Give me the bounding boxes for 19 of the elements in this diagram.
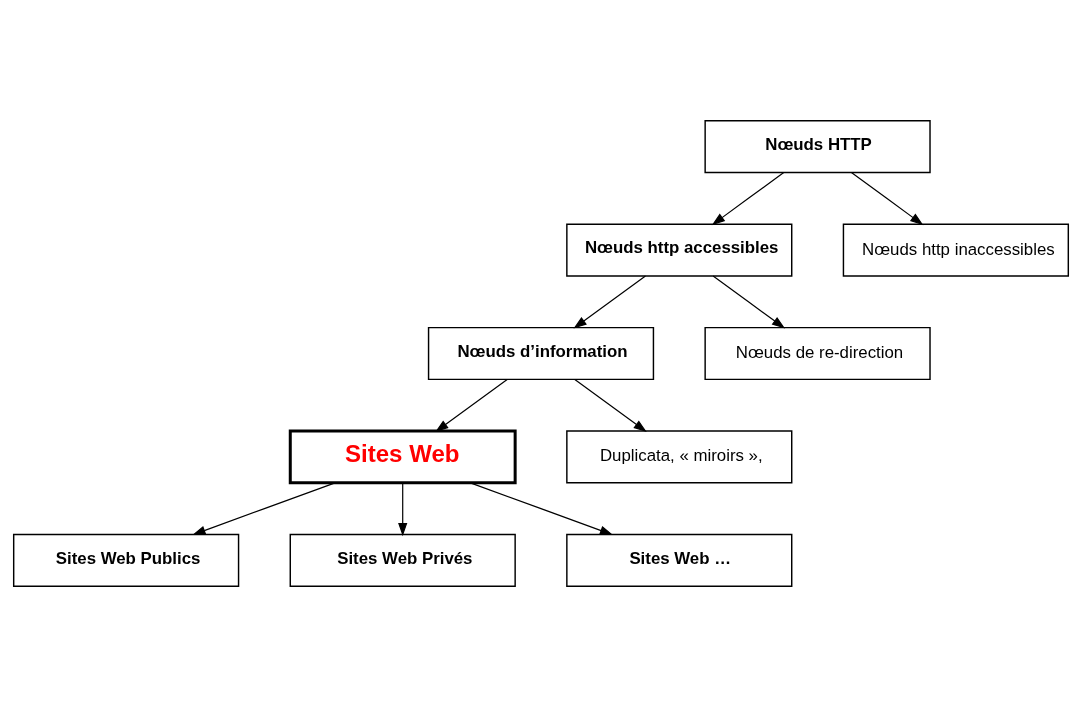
arrow	[435, 378, 508, 432]
arrow	[469, 482, 614, 535]
arrow	[711, 172, 785, 226]
node-box: Sites Web	[288, 429, 517, 485]
node-box: Nœuds http accessibles	[566, 223, 793, 277]
node-box: Sites Web Privés	[289, 533, 516, 587]
node-box: Sites Web …	[566, 533, 793, 587]
node-box: Duplicata, « miroirs »,	[566, 430, 793, 484]
arrow	[573, 275, 647, 329]
arrow	[192, 482, 336, 535]
arrow	[850, 172, 924, 226]
node-box: Nœuds de re-direction	[704, 326, 931, 381]
node-box: Sites Web Publics	[12, 533, 240, 587]
node-box: Nœuds d’information	[427, 326, 655, 381]
arrow	[398, 482, 408, 537]
arrow	[574, 378, 647, 432]
node-box: Nœuds http inaccessibles	[842, 223, 1070, 277]
node-box: Nœuds HTTP	[704, 120, 931, 174]
arrow	[712, 275, 786, 329]
